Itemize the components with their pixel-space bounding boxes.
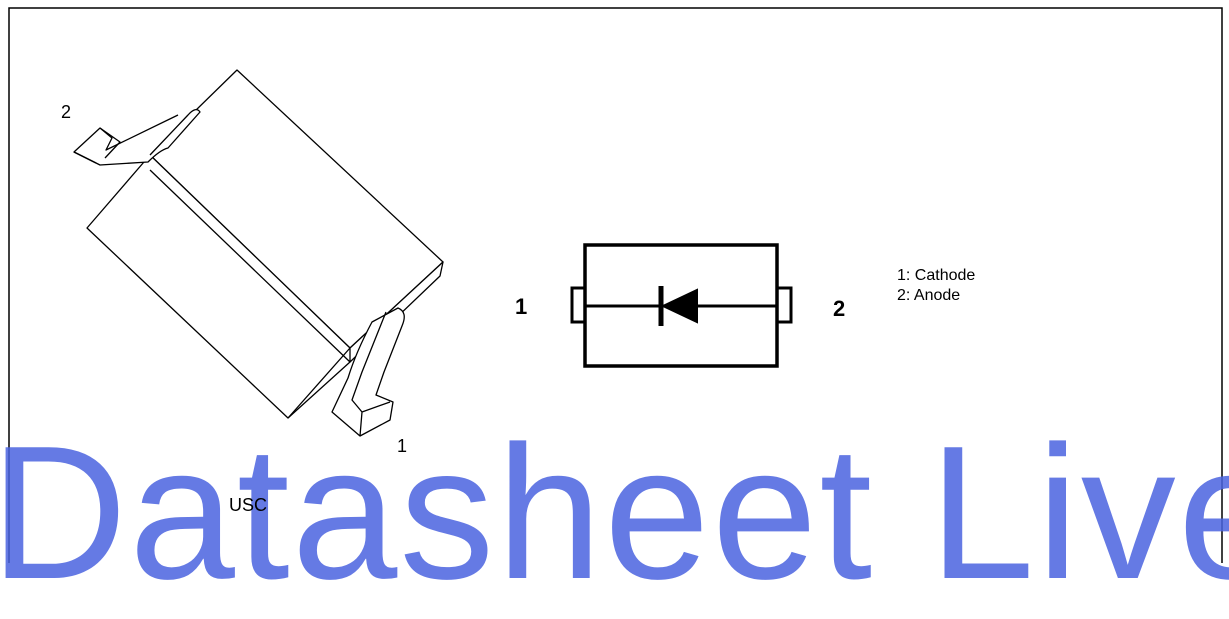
- symbol-pad-right: [775, 286, 793, 324]
- package-name: USC: [229, 495, 268, 515]
- package-edge: [149, 169, 351, 363]
- page-border: [8, 7, 1223, 563]
- diode-symbol: [570, 243, 793, 368]
- legend-cathode: 1: Cathode: [897, 267, 976, 284]
- pkg-pin1-label: 1: [397, 436, 408, 456]
- pin1-lead-detail: [351, 311, 391, 437]
- watermark-text: Datasheet Live: [0, 407, 1229, 619]
- symbol-pin1-label: 1: [515, 294, 528, 319]
- diode-triangle: [660, 288, 698, 324]
- package-edge-2: [287, 361, 351, 419]
- pin-legend: 1: Cathode 2: Anode: [897, 266, 975, 306]
- pin2-lead-detail: [73, 127, 121, 164]
- pkg-pin2-label: 2: [61, 102, 72, 122]
- legend-anode: 2: Anode: [897, 287, 961, 304]
- package-3d-drawing: [73, 69, 444, 437]
- diagram-canvas: [8, 7, 1223, 563]
- symbol-pad-left: [570, 286, 587, 324]
- symbol-pin2-label: 2: [833, 296, 846, 321]
